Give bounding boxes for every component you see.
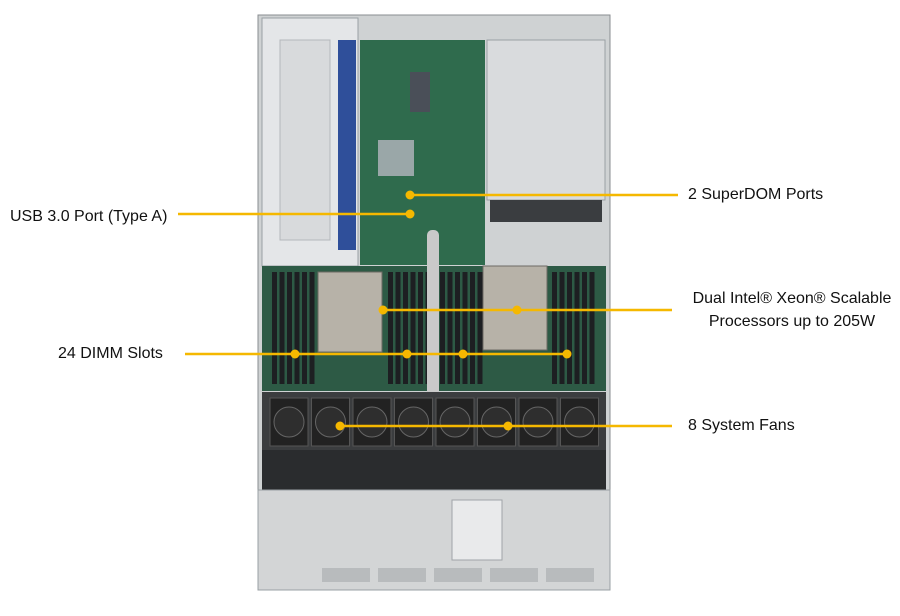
label-cpu-line2: Processors up to 205W — [708, 313, 876, 330]
label-usb-port: USB 3.0 Port (Type A) — [10, 208, 168, 225]
dimm-slot — [567, 272, 572, 384]
dimm-slot — [470, 272, 475, 384]
server-chassis — [257, 14, 611, 591]
dimm-slot — [552, 272, 557, 384]
fans-callout-dot — [335, 421, 345, 431]
dimm-slot — [395, 272, 401, 384]
dimm-slot — [574, 272, 580, 384]
dimm-slot — [418, 272, 423, 384]
dimm-slot — [455, 272, 460, 384]
front-vent — [322, 568, 370, 582]
dimm-slot — [447, 272, 453, 384]
front-vent — [378, 568, 426, 582]
dimm-slot — [294, 272, 300, 384]
cpu-callout-dot — [512, 305, 522, 315]
superdom-callout-dot — [405, 190, 415, 200]
dimm-slot — [582, 272, 587, 384]
dimm-slot — [388, 272, 393, 384]
fan-rotor — [273, 406, 305, 438]
dimm-callout-dot — [402, 349, 412, 359]
label-system-fans: 8 System Fans — [688, 417, 795, 434]
dimm-slot — [410, 272, 416, 384]
dimm-slot — [272, 272, 277, 384]
label-dimm-slots: 24 DIMM Slots — [58, 345, 163, 362]
dimm-slot — [477, 272, 483, 384]
dimm-slot — [559, 272, 565, 384]
fans-callout-dot — [503, 421, 513, 431]
front-vent — [434, 568, 482, 582]
label-cpu-line1: Dual Intel® Xeon® Scalable — [692, 290, 892, 307]
dimm-callout-dot — [562, 349, 572, 359]
fan-rotor — [564, 406, 595, 438]
power-supply-bay — [486, 39, 606, 201]
dimm-slot — [462, 272, 468, 384]
usb-callout-dot — [405, 209, 415, 219]
dimm-slot — [287, 272, 292, 384]
fan-rotor — [398, 406, 429, 438]
dimm-slot — [302, 272, 307, 384]
dimm-slot — [279, 272, 285, 384]
dimm-callout-dot — [290, 349, 300, 359]
dimm-slot — [440, 272, 445, 384]
fan-rotor — [522, 406, 554, 438]
front-vent — [546, 568, 594, 582]
fan-rotor — [439, 406, 471, 438]
dimm-callout-dot — [458, 349, 468, 359]
dimm-slot — [403, 272, 408, 384]
cpu-heatsink-1 — [317, 271, 383, 353]
dimm-slot — [309, 272, 315, 384]
label-superdom-ports: 2 SuperDOM Ports — [688, 186, 824, 203]
dimm-slot — [589, 272, 595, 384]
cpu-callout-dot — [378, 305, 388, 315]
front-vent — [490, 568, 538, 582]
fan-rotor — [356, 406, 388, 438]
fan-rotor — [481, 406, 512, 438]
